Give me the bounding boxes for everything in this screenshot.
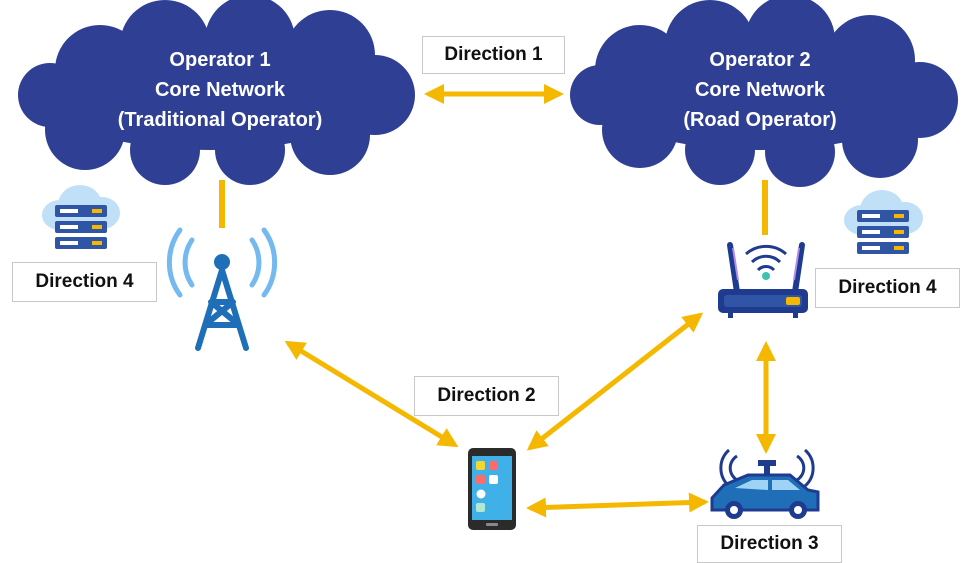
connected-car-icon <box>710 448 820 519</box>
direction4-left-label: Direction 4 <box>12 262 157 302</box>
operator2-cloud-label: Operator 2 Core Network (Road Operator) <box>610 45 910 135</box>
direction2-label: Direction 2 <box>414 376 559 416</box>
arrow-phone-car <box>526 492 709 518</box>
cloud-server-icon <box>844 190 923 254</box>
smartphone-icon <box>468 448 516 530</box>
direction3-label: Direction 3 <box>697 525 842 563</box>
wifi-router-icon <box>718 242 808 318</box>
operator2-type: (Road Operator) <box>683 109 837 131</box>
arrow-phone-router <box>526 312 704 451</box>
operator2-name: Operator 2 <box>709 49 811 71</box>
operator2-cloud <box>570 0 958 187</box>
operator1-type: (Traditional Operator) <box>117 109 323 131</box>
direction4-right-label: Direction 4 <box>815 268 960 308</box>
operator1-name: Operator 1 <box>169 49 271 71</box>
direction1-label: Direction 1 <box>422 36 565 74</box>
cell-tower-icon <box>166 227 278 351</box>
cloud-server-icon <box>42 185 120 249</box>
operator2-core-network: Core Network <box>694 79 826 101</box>
operator1-core-network: Core Network <box>154 79 286 101</box>
operator1-cloud <box>18 0 415 185</box>
operator1-cloud-label: Operator 1 Core Network (Traditional Ope… <box>70 45 370 135</box>
arrow-tower-phone <box>284 340 459 448</box>
